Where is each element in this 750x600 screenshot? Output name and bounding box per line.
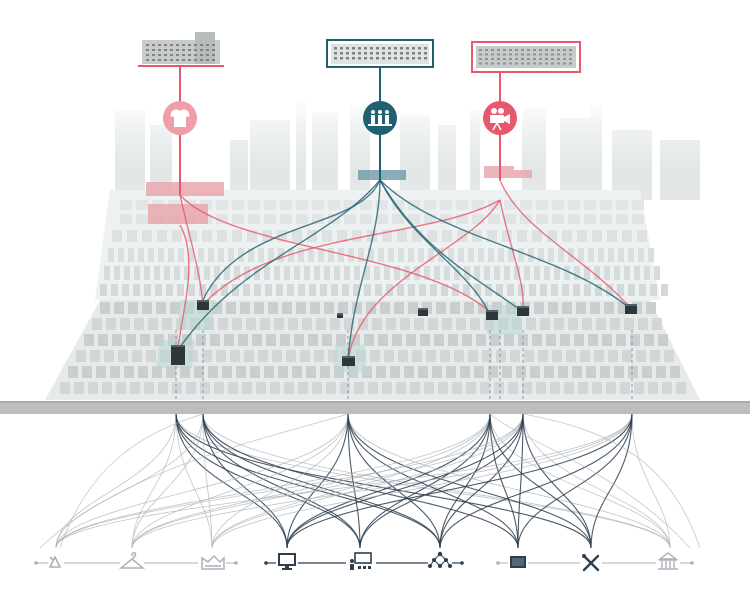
tshirt-icon [163, 101, 197, 135]
hub-buildings [171, 300, 637, 366]
screen-panel-icon [510, 556, 526, 568]
city-slab-edge [0, 401, 750, 414]
teal-block [358, 170, 406, 180]
museum-icon [657, 552, 679, 570]
computer-monitor-icon [278, 553, 296, 570]
sewing-workshop-icon [201, 554, 225, 570]
factory-building-right [471, 41, 581, 73]
presentation-icon [350, 552, 372, 570]
film-camera-icon [483, 101, 517, 135]
city-network-links [177, 179, 633, 363]
bottom-icon-row [34, 561, 694, 565]
factory-building-left [138, 32, 224, 67]
hanger-icon [118, 552, 146, 569]
pink-blocks [146, 166, 532, 224]
recycle-icon [48, 555, 62, 568]
tools-icon [582, 554, 600, 572]
bottom-network-arcs [39, 413, 701, 549]
factory-building-center [326, 39, 434, 68]
textile-workers-icon [363, 101, 397, 135]
network-people-icon [428, 551, 452, 568]
